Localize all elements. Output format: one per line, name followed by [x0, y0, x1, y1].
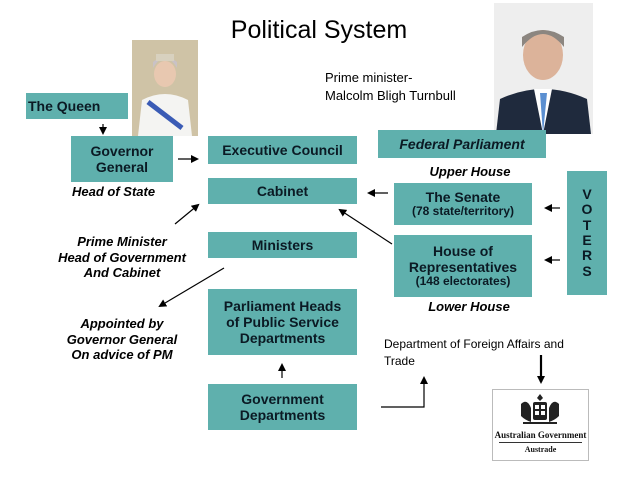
appointed-by-label: Appointed by Governor General On advice …	[66, 316, 178, 363]
australian-government-logo: Australian Government Austrade	[492, 389, 589, 461]
government-departments-box: Government Departments	[208, 384, 357, 430]
queen-box: The Queen	[26, 93, 128, 119]
arrow-pm-to-cabinet	[174, 203, 200, 225]
house-of-representatives-box: House of Representatives (148 electorate…	[394, 235, 532, 297]
upper-house-label: Upper House	[429, 164, 511, 179]
logo-text-government: Australian Government	[494, 430, 587, 440]
logo-text-austrade: Austrade	[524, 445, 557, 454]
governor-general-box: Governor General	[71, 136, 173, 182]
arrow-departments-to-dfat	[381, 376, 428, 408]
logo-divider	[499, 442, 582, 443]
dfat-label: Department of Foreign Affairs and Trade	[384, 337, 564, 368]
queen-portrait	[132, 40, 198, 136]
senate-box: The Senate (78 state/territory)	[394, 183, 532, 225]
diagram-title: Political System	[230, 16, 408, 44]
pm-caption: Prime minister- Malcolm Bligh Turnbull	[325, 70, 456, 103]
arrow-house-to-cabinet	[338, 208, 393, 245]
pm-portrait	[494, 3, 593, 134]
prime-minister-role-label: Prime Minister Head of Government And Ca…	[58, 234, 186, 281]
federal-parliament-box: Federal Parliament	[378, 130, 546, 158]
ministers-box: Ministers	[208, 232, 357, 258]
lower-house-label: Lower House	[428, 299, 510, 314]
cabinet-box: Cabinet	[208, 178, 357, 204]
parliament-heads-box: Parliament Heads of Public Service Depar…	[208, 289, 357, 355]
arrow-ministers-to-appointed	[158, 267, 225, 308]
executive-council-box: Executive Council	[208, 136, 357, 164]
head-of-state-label: Head of State	[72, 184, 156, 199]
voters-box: V O T E R S	[567, 171, 607, 295]
